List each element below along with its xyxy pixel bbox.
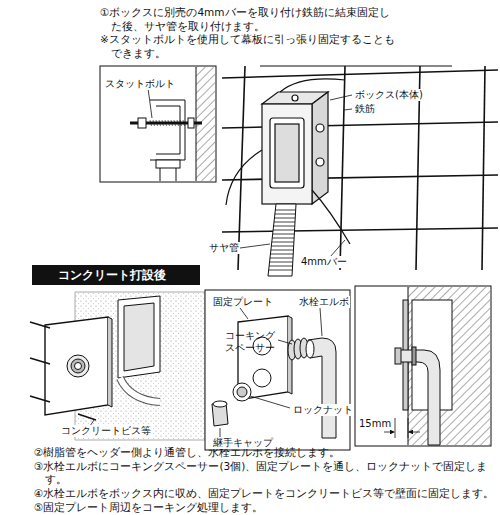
concrete-screws bbox=[30, 322, 96, 426]
part-label: サヤ管 bbox=[208, 242, 240, 254]
instruction-line: ③水栓エルボにコーキングスペーサー(3個)、固定プレートを通し、ロックナットで固… bbox=[34, 460, 498, 487]
part-label: コーキングスペーサー bbox=[224, 330, 278, 354]
instruction-line: ⑤固定プレート周辺をコーキング処理します。 bbox=[34, 501, 498, 515]
section-view bbox=[395, 287, 490, 445]
part-label: 鉄筋 bbox=[354, 103, 376, 115]
instruction-line: ④水栓エルボをボックス内に収め、固定プレートをコンクリートビス等で壁面に固定しま… bbox=[34, 487, 498, 501]
section-band: コンクリート打設後 bbox=[32, 265, 200, 285]
stud-bolt-inset bbox=[100, 66, 216, 182]
instruction-text: ②樹脂管をヘッダー側より通管し、水栓エルボを接続します。③水栓エルボにコーキング… bbox=[34, 446, 498, 514]
instruction-line: ※スタットボルトを使用して幕板に引っ張り固定することもできます。 bbox=[100, 33, 400, 60]
box-body bbox=[262, 92, 328, 204]
part-label: スタットボルト bbox=[104, 78, 176, 90]
wall-with-plate bbox=[45, 292, 205, 440]
exploded-parts bbox=[212, 316, 336, 438]
rebar-grid bbox=[222, 66, 498, 270]
section-panel bbox=[355, 286, 491, 446]
part-label: 水栓エルボ bbox=[298, 296, 350, 308]
part-label: コンクリートビス等 bbox=[60, 425, 152, 437]
part-label: 継手キャップ bbox=[212, 437, 274, 449]
parts-panel bbox=[205, 290, 350, 450]
sheath-pipe bbox=[268, 204, 296, 276]
part-label: ボックス(本体) bbox=[354, 89, 424, 101]
leader-line bbox=[148, 88, 152, 118]
part-label: 固定プレート bbox=[212, 296, 274, 308]
instruction-text: ①ボックスに別売の4mmバーを取り付け鉄筋に結束固定した後、サヤ管を取り付けます… bbox=[100, 6, 400, 61]
part-label: 15mm bbox=[358, 418, 392, 430]
band-title: コンクリート打設後 bbox=[58, 267, 166, 284]
leader-lines bbox=[240, 95, 352, 257]
instruction-line: ①ボックスに別売の4mmバーを取り付け鉄筋に結束固定した後、サヤ管を取り付けます… bbox=[100, 6, 400, 33]
part-label: ロックナット bbox=[292, 404, 354, 416]
leader-lines bbox=[220, 308, 322, 438]
part-label: 4mmバー bbox=[300, 256, 348, 268]
